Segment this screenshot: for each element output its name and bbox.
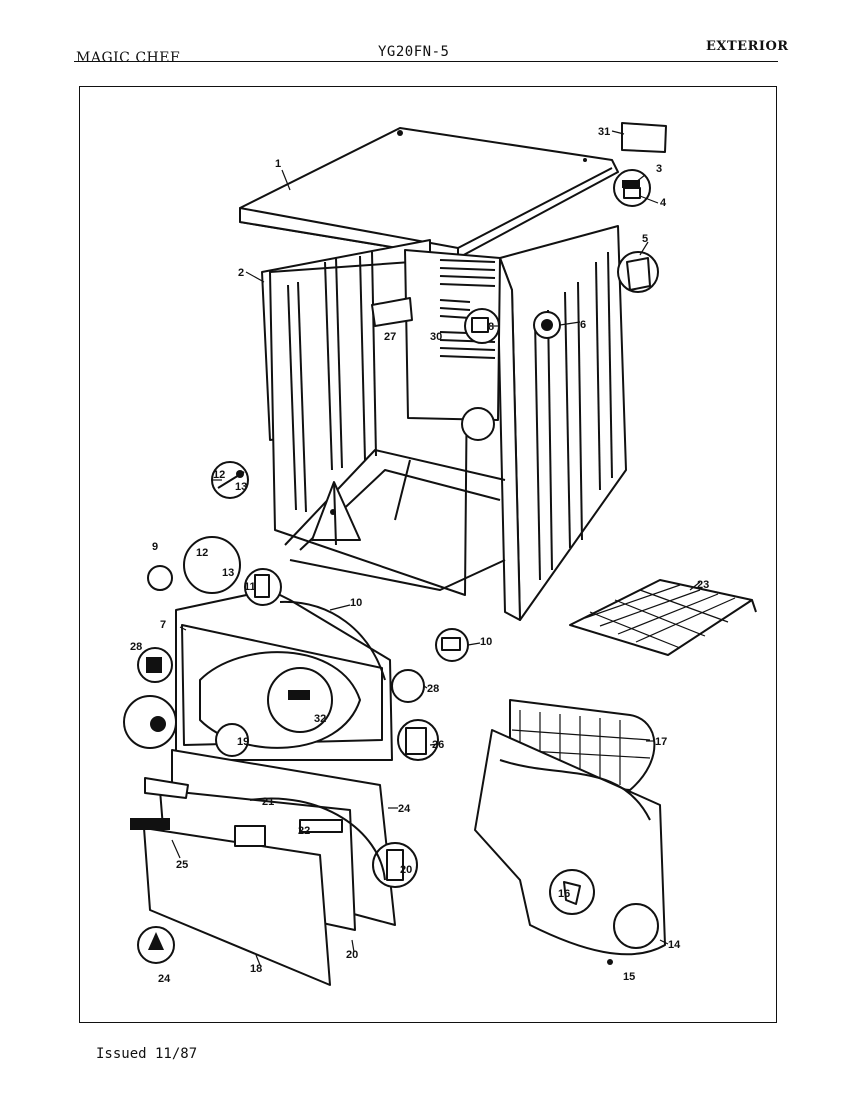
diagram-frame [79,86,777,1023]
callout-20-panel: 19 [237,736,249,748]
issued-date: Issued 11/87 [96,1046,198,1062]
callout-9: 9 [152,541,158,553]
callout-26: 25 [176,859,188,871]
callout-13-lower: 13 [222,567,234,579]
callout-10-clip: 10 [480,636,492,648]
callout-12-lower: 12 [196,547,208,559]
callout-22: 21 [262,796,274,808]
leader-lines [171,130,701,966]
callout-4: 4 [660,197,667,209]
callout-28-hinge: 28 [427,683,439,695]
callout-3: 3 [656,163,662,175]
callout-5: 5 [642,233,648,245]
callout-11: 11 [244,581,256,593]
callout-2: 2 [238,267,244,279]
callout-28-bracket: 27 [384,331,396,343]
callout-labels: 1 2 3 4 5 6 7 8 9 10 10 11 12 12 13 13 1… [130,126,709,985]
brand-name: MAGIC CHEF [76,50,181,66]
callout-16: 16 [558,888,570,900]
base-assembly [474,699,666,965]
callout-23: 22 [298,825,310,837]
callout-17: 17 [655,736,667,748]
callout-27: 26 [432,739,444,751]
callout-31: 30 [430,331,442,343]
top-panel [239,127,619,259]
callout-25: 24 [158,973,171,985]
callout-7: 7 [160,619,166,631]
callout-12-upper: 12 [213,469,225,481]
callout-14: 14 [668,939,681,951]
header-rule [74,61,778,62]
callout-6: 6 [580,319,586,331]
callout-35: 32 [314,713,326,725]
callout-8: 8 [488,321,494,333]
cabinet [261,225,627,621]
section-title: EXTERIOR [706,39,789,54]
front-panel [123,536,469,761]
callout-1: 1 [275,158,281,170]
callout-32: 31 [598,126,610,138]
callout-30: 28 [130,641,142,653]
callout-10-panel: 10 [350,597,362,609]
callout-24-seal: 24 [398,803,411,815]
callout-20-door: 20 [346,949,358,961]
callout-13-upper: 13 [235,481,247,493]
hardware-details [211,122,667,499]
door-assembly [130,749,418,986]
model-number: YG20FN-5 [378,44,450,60]
callout-19: 18 [250,963,262,975]
callout-24-rack: 23 [697,579,709,591]
drum-rack [569,579,757,656]
callout-21: 20 [400,864,412,876]
callout-15: 15 [623,971,635,983]
